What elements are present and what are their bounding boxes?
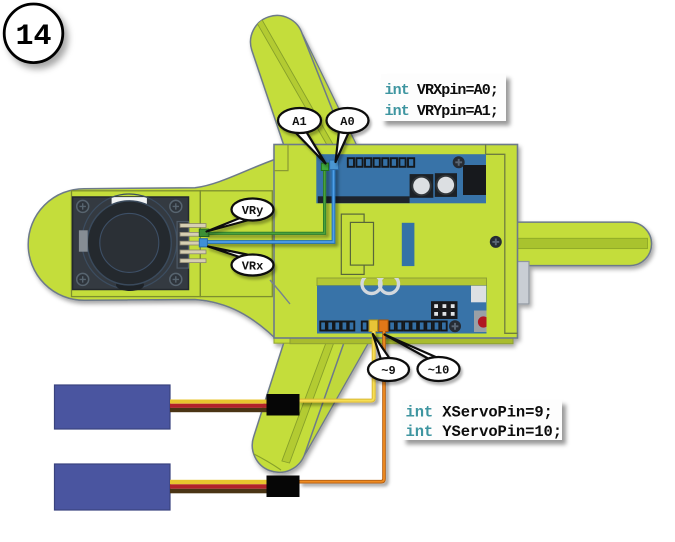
svg-text:A1: A1 bbox=[292, 115, 306, 129]
svg-text:~10: ~10 bbox=[428, 364, 450, 378]
svg-text:VRy: VRy bbox=[242, 204, 264, 218]
svg-text:VRx: VRx bbox=[242, 260, 264, 274]
svg-text:~9: ~9 bbox=[381, 364, 395, 378]
svg-text:A0: A0 bbox=[340, 115, 354, 129]
svg-text:int VRYpin=A1;: int VRYpin=A1; bbox=[385, 103, 498, 120]
svg-text:int VRXpin=A0;: int VRXpin=A0; bbox=[385, 82, 498, 99]
svg-text:int XServoPin=9;: int XServoPin=9; bbox=[406, 404, 553, 422]
svg-text:int YServoPin=10;: int YServoPin=10; bbox=[406, 423, 562, 441]
svg-text:14: 14 bbox=[15, 20, 51, 54]
